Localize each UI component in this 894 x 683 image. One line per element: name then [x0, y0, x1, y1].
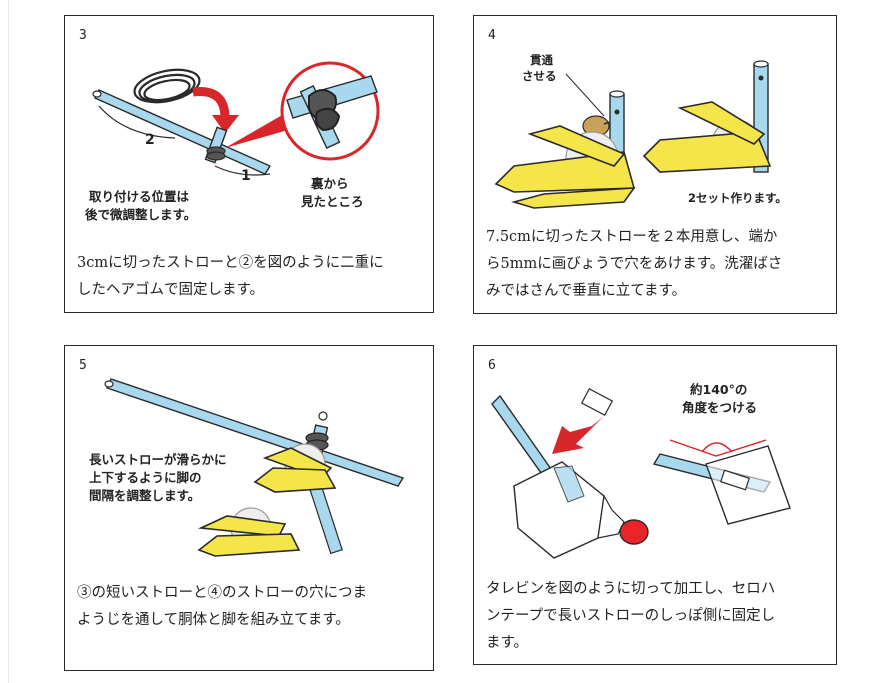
- clip-leg-lower-icon: [197, 507, 301, 557]
- caption-line: ら5mmに画びょうで穴をあけます。洗濯ばさ: [486, 256, 783, 272]
- step-3-panel: 3 2 1: [64, 15, 434, 313]
- angle-diagram-icon: [652, 439, 791, 525]
- label-pierce-2: させる: [522, 69, 557, 83]
- caption-line: タレビンを図のように切って加工し、セロハ: [486, 581, 776, 597]
- step-6-panel: 6 約140°の 角度をつける タレビン: [473, 345, 837, 665]
- caption-line: みではさんで垂直に立てます。: [486, 283, 687, 299]
- caption-line: ③の短いストローと④のストローの穴につま: [77, 585, 367, 601]
- step-5-panel: 5 長いストローが滑らかに 上下するように脚の 間隔を調整します。: [64, 345, 434, 671]
- label-adjust-later-1: 取り付ける位置は: [89, 189, 190, 204]
- caption-line: ようじを通して胴体と脚を組み立てます。: [77, 612, 350, 628]
- step-number: 3: [79, 28, 87, 43]
- detail-magnifier-icon: [280, 61, 380, 161]
- label-1: 1: [241, 168, 251, 184]
- clip-with-straw-left-icon: [494, 90, 636, 209]
- label-angle-1: 約140°の: [690, 382, 747, 397]
- label-make-two-sets: 2セット作ります。: [688, 191, 787, 205]
- label-angle-2: 角度をつける: [682, 400, 757, 415]
- step-6-illustration: 約140°の 角度をつける: [491, 382, 791, 559]
- label-adjust-later-2: 後で微調整します。: [85, 207, 196, 222]
- caption-line: 3cmに切ったストローと②を図のように二重に: [77, 255, 384, 271]
- callout-pointer: [225, 110, 295, 148]
- caption-line: したヘアゴムで固定します。: [77, 282, 265, 298]
- pointer-line: [565, 73, 605, 117]
- step-6-caption: タレビンを図のように切って加工し、セロハ ンテープで長いストローのしっぽ側に固定…: [486, 576, 826, 657]
- step-5-caption: ③の短いストローと④のストローの穴につま ようじを通して胴体と脚を組み立てます。: [77, 580, 423, 634]
- label-adjust-legs-3: 間隔を調整します。: [89, 488, 200, 503]
- label-adjust-legs-1: 長いストローが滑らかに: [89, 452, 227, 467]
- hair-tie-icon: [133, 68, 201, 104]
- cut-piece-icon: [580, 388, 614, 416]
- step-3-illustration: 2 1 取り付ける位置は 後で微調整します。 裏から 見たところ: [85, 61, 380, 222]
- label-adjust-legs-2: 上下するように脚の: [89, 470, 202, 485]
- length-bracket-1: [214, 165, 271, 176]
- step-4-panel: 4 貫通 させる 2セット作ります。 7: [473, 15, 837, 314]
- label-back-view-2: 見たところ: [300, 194, 364, 209]
- arrow-icon: [192, 87, 239, 133]
- soy-sauce-bottle-icon: [513, 461, 649, 559]
- step-number: 6: [488, 358, 496, 373]
- short-straw-icon: [204, 126, 228, 164]
- arrow-icon: [552, 416, 604, 454]
- label-pierce-1: 貫通: [530, 53, 553, 67]
- step-number: 4: [488, 28, 496, 43]
- label-back-view-1: 裏から: [310, 176, 349, 191]
- long-straw-icon: [92, 89, 272, 175]
- page-left-rule: [8, 0, 9, 683]
- step-5-illustration: 長いストローが滑らかに 上下するように脚の 間隔を調整します。: [89, 378, 405, 557]
- step-4-illustration: 貫通 させる 2セット作ります。: [494, 53, 787, 209]
- step-number: 5: [79, 358, 87, 373]
- clip-leg-upper-icon: [253, 443, 343, 555]
- step-4-caption: 7.5cmに切ったストローを２本用意し、端か ら5mmに画びょうで穴をあけます。…: [486, 224, 826, 305]
- step-3-caption: 3cmに切ったストローと②を図のように二重に したヘアゴムで固定します。: [77, 250, 423, 304]
- caption-line: ます。: [486, 635, 529, 651]
- length-bracket-2: [98, 105, 176, 139]
- label-2: 2: [145, 132, 155, 148]
- caption-line: 7.5cmに切ったストローを２本用意し、端か: [486, 229, 778, 245]
- clip-with-straw-right-icon: [642, 60, 772, 173]
- caption-line: ンテープで長いストローのしっぽ側に固定し: [486, 608, 776, 624]
